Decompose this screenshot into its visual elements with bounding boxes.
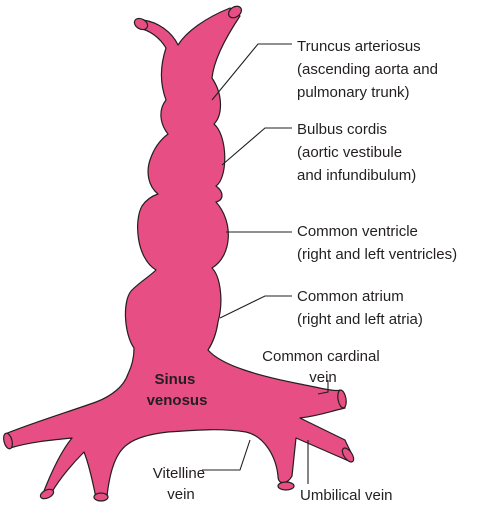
vitelline-label-line2: vein bbox=[167, 486, 195, 503]
heart-tube bbox=[3, 5, 355, 502]
vitelline-label-line1: Vitelline bbox=[153, 465, 205, 482]
ventricle-label: Common ventricle (right and left ventric… bbox=[297, 223, 457, 263]
cardinal-vein-opening bbox=[337, 389, 347, 409]
bulbus-label: Bulbus cordis (aortic vestibule and infu… bbox=[297, 121, 416, 184]
truncus-label-line1: Truncus arteriosus bbox=[297, 38, 421, 55]
atrium-label-line1: Common atrium bbox=[297, 288, 404, 305]
bulbus-leader bbox=[221, 127, 292, 166]
sinus-label-line1: Sinus bbox=[154, 371, 195, 388]
vitelline-lower-opening bbox=[93, 492, 109, 502]
cardinal-label-line1: Common cardinal bbox=[262, 348, 380, 365]
truncus-right-opening bbox=[227, 5, 243, 19]
truncus-label: Truncus arteriosus (ascending aorta and … bbox=[297, 38, 442, 101]
atrium-leader bbox=[219, 295, 292, 319]
cardinal-label-line2: vein bbox=[309, 369, 337, 386]
vitelline-lower-left-opening bbox=[39, 488, 55, 500]
cardinal-leader bbox=[317, 380, 329, 395]
truncus-label-line3: pulmonary trunk) bbox=[297, 84, 410, 101]
vitelline-label: Vitelline vein bbox=[153, 465, 209, 503]
truncus-left-opening bbox=[133, 17, 149, 31]
vitelline-left-opening bbox=[3, 432, 13, 450]
cardinal-label: Common cardinal vein bbox=[262, 348, 384, 386]
umbilical-label-line1: Umbilical vein bbox=[300, 487, 393, 504]
bulbus-label-line1: Bulbus cordis bbox=[297, 121, 387, 138]
vitelline-leader bbox=[202, 439, 251, 471]
bulbus-label-line3: and infundibulum) bbox=[297, 167, 416, 184]
heart-tube-body bbox=[4, 7, 354, 499]
truncus-label-line2: (ascending aorta and bbox=[297, 61, 438, 78]
ventricle-label-line2: (right and left ventricles) bbox=[297, 246, 457, 263]
ventricle-label-line1: Common ventricle bbox=[297, 223, 418, 240]
umbilical-vein-lower-opening bbox=[277, 481, 295, 491]
atrium-label-line2: (right and left atria) bbox=[297, 311, 423, 328]
sinus-label: Sinus venosus bbox=[147, 371, 208, 409]
sinus-label-line2: venosus bbox=[147, 392, 208, 409]
umbilical-vein-right-opening bbox=[341, 447, 355, 463]
labels: Truncus arteriosus (ascending aorta and … bbox=[147, 38, 458, 504]
bulbus-label-line2: (aortic vestibule bbox=[297, 144, 402, 161]
atrium-label: Common atrium (right and left atria) bbox=[297, 288, 423, 328]
truncus-leader bbox=[211, 43, 292, 101]
leader-lines bbox=[202, 43, 329, 484]
umbilical-label: Umbilical vein bbox=[300, 487, 393, 504]
